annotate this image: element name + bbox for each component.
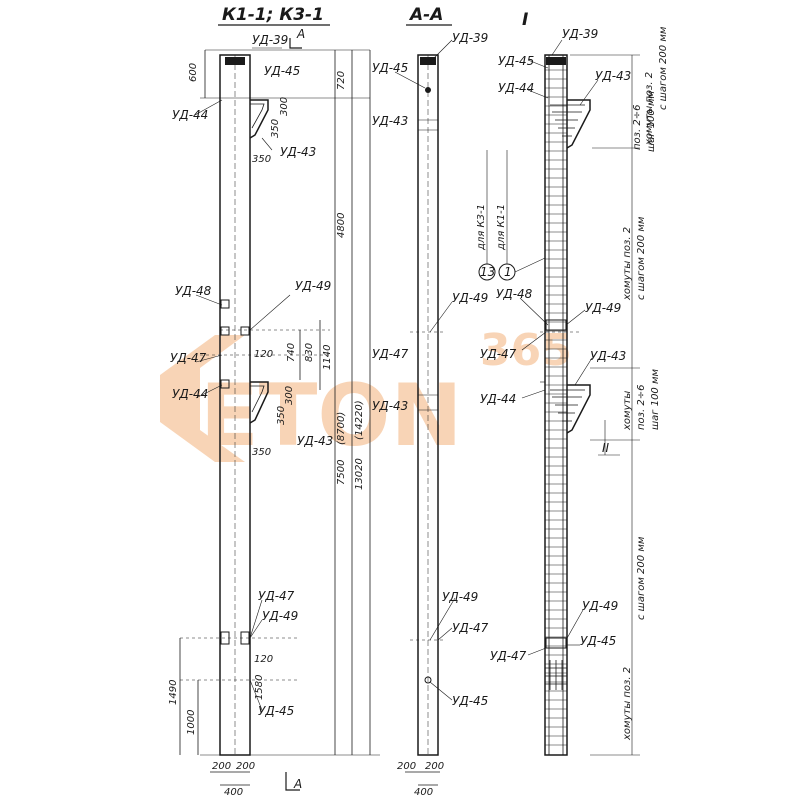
view1-dim-200-right: 200: [236, 761, 255, 772]
view3-note-stirrups-low-a: хомуты поз. 2: [622, 667, 633, 741]
view1-dim-1580: 1580: [254, 675, 265, 700]
view3-mark-13: 13: [480, 265, 495, 279]
view1-upper-bracket: [249, 99, 269, 139]
view3-upper-bracket: [566, 99, 591, 149]
view3-note-pitch-top: шаг 100 мм: [646, 90, 657, 152]
view3-note-stirrups-top-b: с шагом 200 мм: [658, 26, 669, 110]
view3-label-ud43-top: УД-43: [595, 69, 631, 83]
view3-label-ud48: УД-48: [496, 287, 533, 301]
view2-section: УД-39 УД-45 УД-43 УД-49 УД-47 УД-43 УД-4…: [372, 31, 489, 798]
view1-label-ud44-mid: УД-44: [172, 387, 208, 401]
view3-note-stirrups-low-b: с шагом 200 мм: [636, 536, 647, 620]
view1-label-ud49-mid: УД-49: [295, 279, 331, 293]
view1-label-ud44-top: УД-44: [172, 108, 208, 122]
view2-label-ud47-low: УД-47: [452, 621, 489, 635]
view3-label-ud47-mid: УД-47: [480, 347, 517, 361]
view1-dim-1140: 1140: [322, 345, 333, 370]
view2-label-ud39: УД-39: [452, 31, 488, 45]
view2-dim-200-left: 200: [397, 761, 416, 772]
view1-dim-350-mid-b: 350: [252, 447, 271, 458]
view3-note-pitch-mid2: шаг 100 мм: [650, 368, 661, 430]
view1-top-plate: [225, 57, 245, 65]
view3-note-pos-top: поз. 2÷6: [632, 105, 643, 150]
view1-dim-200-left: 200: [212, 761, 231, 772]
view1-dim-300-top: 300: [279, 97, 290, 116]
view2-label-ud49-low: УД-49: [442, 590, 478, 604]
view1-dim-830: 830: [304, 343, 315, 362]
view1-label-ud47-mid: УД-47: [170, 351, 207, 365]
view3-note-stirrups-top-a: хомуты поз. 2: [644, 72, 655, 146]
watermark-logo-shape: [160, 335, 245, 462]
view3-label-ud47-low: УД-47: [490, 649, 527, 663]
view3-label-ud45-low: УД-45: [580, 634, 616, 648]
view1-dim-4800: 4800: [336, 213, 347, 238]
view3-note-stirrups-mid-b: с шагом 200 мм: [636, 216, 647, 300]
view1-dim-1490: 1490: [168, 680, 179, 705]
view3-note-k1: для К1-1: [496, 204, 507, 251]
view1-dim-740: 740: [286, 343, 297, 362]
view2-label-ud45-low: УД-45: [452, 694, 488, 708]
view3-label-ud39: УД-39: [562, 27, 598, 41]
view1-dim-720: 720: [336, 71, 347, 90]
view3-label-ud49-mid: УД-49: [585, 301, 621, 315]
view2-label-ud43-top: УД-43: [372, 114, 408, 128]
view1-title: К1-1; К3-1: [222, 5, 324, 25]
view2-lift-loop: [425, 87, 431, 93]
view1-label-ud47-low: УД-47: [258, 589, 295, 603]
view1-label-ud45: УД-45: [264, 64, 300, 78]
view1-label-ud39: УД-39: [252, 33, 288, 47]
view3-reinforcement: УД-39 УД-45 УД-44 УД-43 УД-48 УД-49 УД-4…: [476, 26, 669, 756]
view2-dim-200-right: 200: [425, 761, 444, 772]
view1-section-marker: А: [296, 27, 305, 41]
view3-stirrups: [545, 69, 567, 746]
watermark-brand: ETON: [200, 366, 463, 466]
view1-label-ud43-mid: УД-43: [297, 434, 333, 448]
view2-title: А-А: [408, 5, 443, 25]
view3-node-II: II: [602, 441, 610, 455]
view1-dim-600: 600: [188, 63, 199, 82]
view1-lower-bracket: [249, 381, 269, 424]
view1-dim-120-mid: 120: [254, 349, 273, 360]
view1-dim-8700: (8700): [336, 412, 347, 445]
view3-label-ud45: УД-45: [498, 54, 534, 68]
view1-label-ud49-low: УД-49: [262, 609, 298, 623]
view1-dim-400: 400: [224, 787, 243, 798]
view3-mark-1: 1: [504, 265, 512, 279]
view1-section-marker-bottom: А: [293, 777, 302, 791]
view1-dim-120-low: 120: [254, 654, 273, 665]
view1-label-ud45-low: УД-45: [258, 704, 294, 718]
view1-dim-350-top-a: 350: [270, 119, 281, 138]
view3-label-ud44-mid: УД-44: [480, 392, 516, 406]
view3-label-ud43-mid: УД-43: [590, 349, 626, 363]
view1-dim-350-top-b: 350: [252, 154, 271, 165]
view2-label-ud49-mid: УД-49: [452, 291, 488, 305]
view1-dim-14220: (14220): [354, 400, 365, 440]
view1-dim-1000: 1000: [186, 710, 197, 735]
view3-note-stirrups-mid2-a: хомуты: [622, 391, 633, 431]
watermark-number: 365: [480, 325, 572, 376]
view1-dim-7500: 7500: [336, 460, 347, 485]
view1-dim-350-mid-a: 350: [276, 406, 287, 425]
view3-label-ud44-top: УД-44: [498, 81, 534, 95]
view1-label-ud48: УД-48: [175, 284, 212, 298]
view2-label-ud43-mid: УД-43: [372, 399, 408, 413]
view3-note-stirrups-mid2-b: поз. 2÷6: [636, 385, 647, 430]
view3-title: I: [522, 10, 528, 30]
view1-elevation: УД-39 А УД-45 УД-44 УД-43 УД-48 УД-49 УД…: [168, 27, 380, 798]
view2-label-ud45: УД-45: [372, 61, 408, 75]
view2-label-ud47-mid: УД-47: [372, 347, 409, 361]
view1-dim-13020: 13020: [354, 458, 365, 490]
view2-dim-400: 400: [414, 787, 433, 798]
view3-note-stirrups-mid-a: хомуты поз. 2: [622, 227, 633, 301]
view3-note-k3: для К3-1: [476, 204, 487, 251]
view3-lower-bracket: [566, 384, 591, 434]
view1-dim-300-mid: 300: [284, 386, 295, 405]
view3-label-ud49-low: УД-49: [582, 599, 618, 613]
view1-label-ud43-top: УД-43: [280, 145, 316, 159]
